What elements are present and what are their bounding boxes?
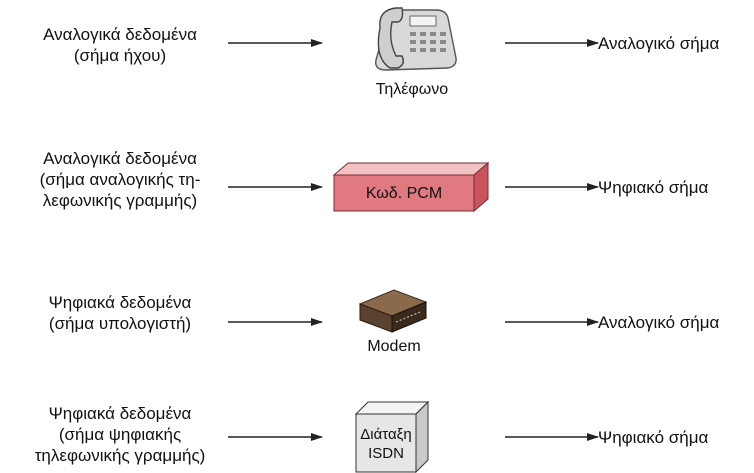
output-label-1: Αναλογικό σήμα (598, 34, 720, 53)
device-label-modem: Modem (367, 338, 421, 355)
input-label-line: (σήμα ήχου) (73, 46, 167, 65)
device-label-line: Διάταξη (360, 426, 412, 443)
telephone-icon (375, 7, 457, 71)
input-label-line: τηλεφωνικής γραμμής) (34, 446, 206, 465)
input-label-line: (σήμα ψηφιακής (58, 425, 182, 444)
output-label-3: Αναλογικό σήμα (598, 313, 720, 332)
device-label-pcm: Κωδ. PCM (365, 185, 443, 202)
input-label-line: Αναλογικά δεδομένα (43, 149, 197, 168)
device-label-line: ISDN (368, 445, 404, 462)
input-label-line: (σήμα αναλογικής τη- (39, 170, 201, 189)
output-label-4: Ψηφιακό σήμα (598, 428, 709, 447)
pcm-codec-box (332, 161, 490, 213)
isdn-device-box (354, 400, 430, 473)
input-label-line: (σήμα υπολογιστή) (48, 314, 192, 333)
input-label-line: Αναλογικά δεδομένα (43, 25, 197, 44)
output-label-2: Ψηφιακό σήμα (598, 178, 709, 197)
input-label-line: Ψηφιακά δεδομένα (48, 293, 192, 312)
input-label-line: Ψηφιακά δεδομένα (48, 404, 192, 423)
input-label-2: Αναλογικά δεδομένα (σήμα αναλογικής τη- … (0, 148, 240, 211)
input-label-3: Ψηφιακά δεδομένα (σήμα υπολογιστή) (0, 292, 240, 334)
device-label-telephone: Τηλέφωνο (375, 81, 449, 98)
device-label-isdn: Διάταξη ISDN (356, 425, 416, 463)
input-label-4: Ψηφιακά δεδομένα (σήμα ψηφιακής τηλεφωνι… (0, 403, 240, 466)
input-label-1: Αναλογικά δεδομένα (σήμα ήχου) (0, 24, 240, 66)
input-label-line: λεφωνικής γραμμής) (42, 191, 198, 210)
modem-icon (358, 289, 428, 333)
